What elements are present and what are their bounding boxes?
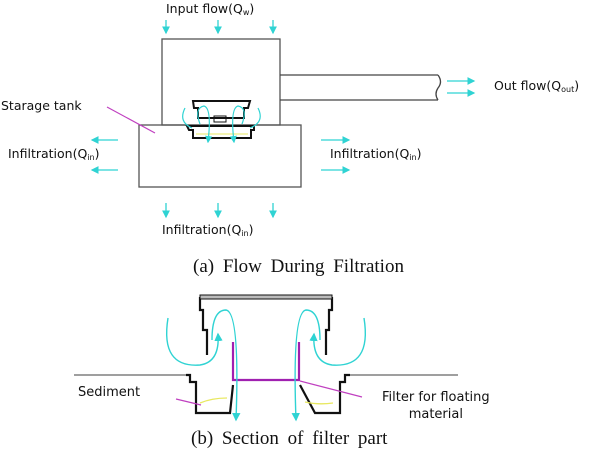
sediment-label: Sediment (78, 385, 141, 400)
filter-label-line1: Filter for floating (382, 390, 490, 405)
panel-b (74, 294, 458, 422)
out-flow-arrows (447, 77, 476, 97)
caption-b: (b) Section of filter part (191, 428, 388, 449)
storage-tank-leader (106, 106, 156, 134)
input-flow-label: Input flow(Qw) (166, 1, 255, 17)
input-flow-arrows (162, 20, 277, 35)
out-flow-label: Out flow(Qout) (494, 78, 580, 94)
filter-lid (199, 294, 333, 300)
sediment-leader (175, 398, 202, 406)
infiltration-left-arrows (90, 136, 118, 174)
filter-leader (299, 380, 363, 398)
infiltration-bottom-arrows (162, 203, 277, 219)
infiltration-bottom-label: Infiltration(Qin) (162, 222, 254, 238)
storage-tank-label: Starage tank (1, 98, 82, 113)
upper-tank (161, 38, 281, 126)
filter-housing (186, 295, 350, 415)
infiltration-right-label: Infiltration(Qin) (330, 146, 422, 162)
out-pipe (280, 74, 442, 101)
caption-a: (a) Flow During Filtration (193, 256, 404, 277)
filter-unit-small-flow (182, 105, 261, 144)
filter-label-line2: material (408, 407, 463, 422)
panel-a (90, 20, 476, 219)
sediment-layer (199, 397, 334, 405)
floating-material-filter (231, 342, 301, 382)
infiltration-right-arrows (321, 136, 351, 174)
filter-flow-arrows (166, 309, 366, 422)
infiltration-left-label: Infiltration(Qin) (8, 146, 100, 162)
filter-label: Filter for floating material (382, 389, 490, 423)
